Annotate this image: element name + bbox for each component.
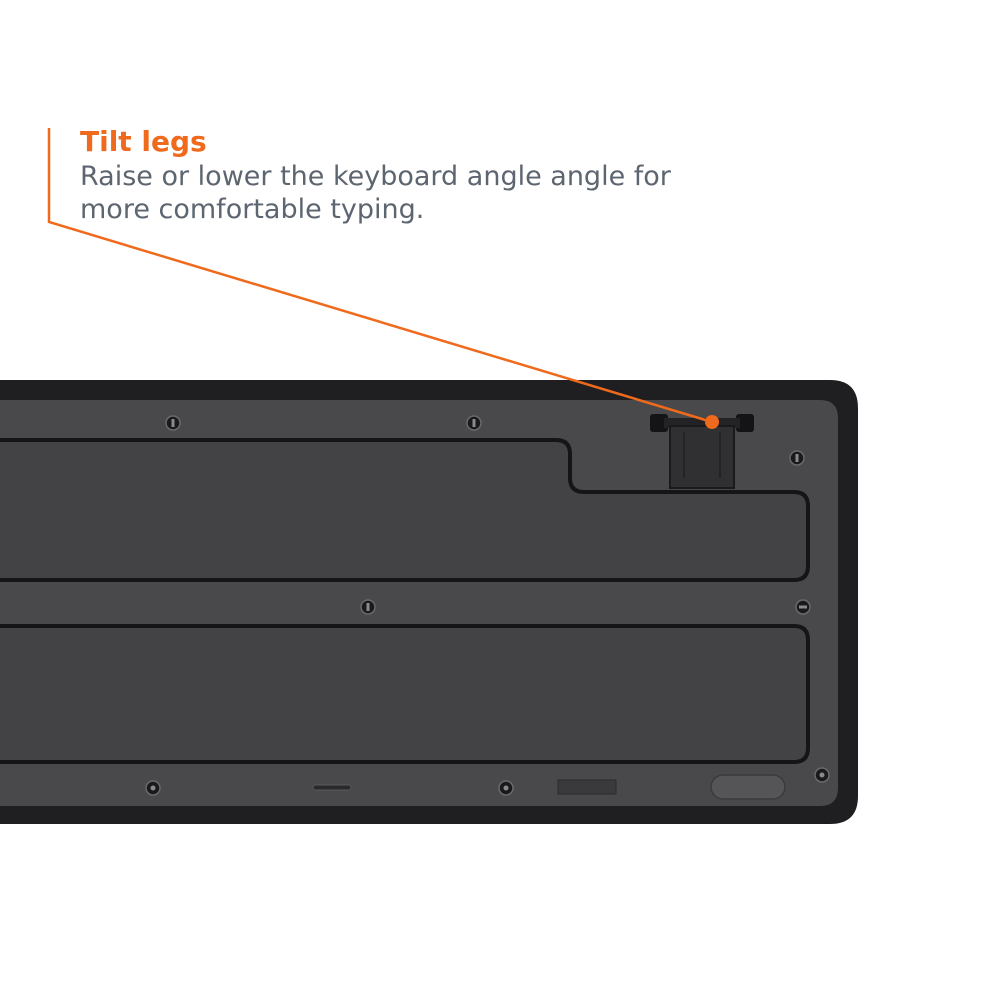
- screw-icon: [165, 415, 181, 431]
- callout-leader-line: [47, 128, 713, 424]
- screw-icon: [814, 767, 830, 783]
- callout-body-line: Raise or lower the keyboard angle angle …: [80, 161, 671, 192]
- callout-body-line: more comfortable typing.: [80, 194, 425, 225]
- callout-title: Tilt legs: [80, 125, 207, 158]
- screw-icon: [466, 415, 482, 431]
- screw-icon: [360, 599, 376, 615]
- slot-indicator: [312, 784, 352, 791]
- screws: [145, 415, 830, 796]
- screw-icon: [789, 450, 805, 466]
- tilt-leg-hinge-right: [736, 414, 754, 432]
- screw-icon: [795, 599, 811, 615]
- upper-recess-outline: [0, 438, 810, 582]
- label-recess: [557, 779, 617, 795]
- callout-pointer-dot: [705, 415, 719, 429]
- screw-icon: [145, 780, 161, 796]
- lower-recess-outline: [0, 624, 810, 764]
- tilt-leg-foot: [669, 425, 735, 489]
- rubber-foot: [710, 774, 786, 800]
- callout-body: Raise or lower the keyboard angle angle …: [80, 160, 760, 226]
- tilt-legs-callout: Tilt legs Raise or lower the keyboard an…: [80, 124, 760, 226]
- tilt-leg-hinge-left: [650, 414, 668, 432]
- screw-icon: [498, 780, 514, 796]
- tilt-leg-axle: [664, 418, 740, 428]
